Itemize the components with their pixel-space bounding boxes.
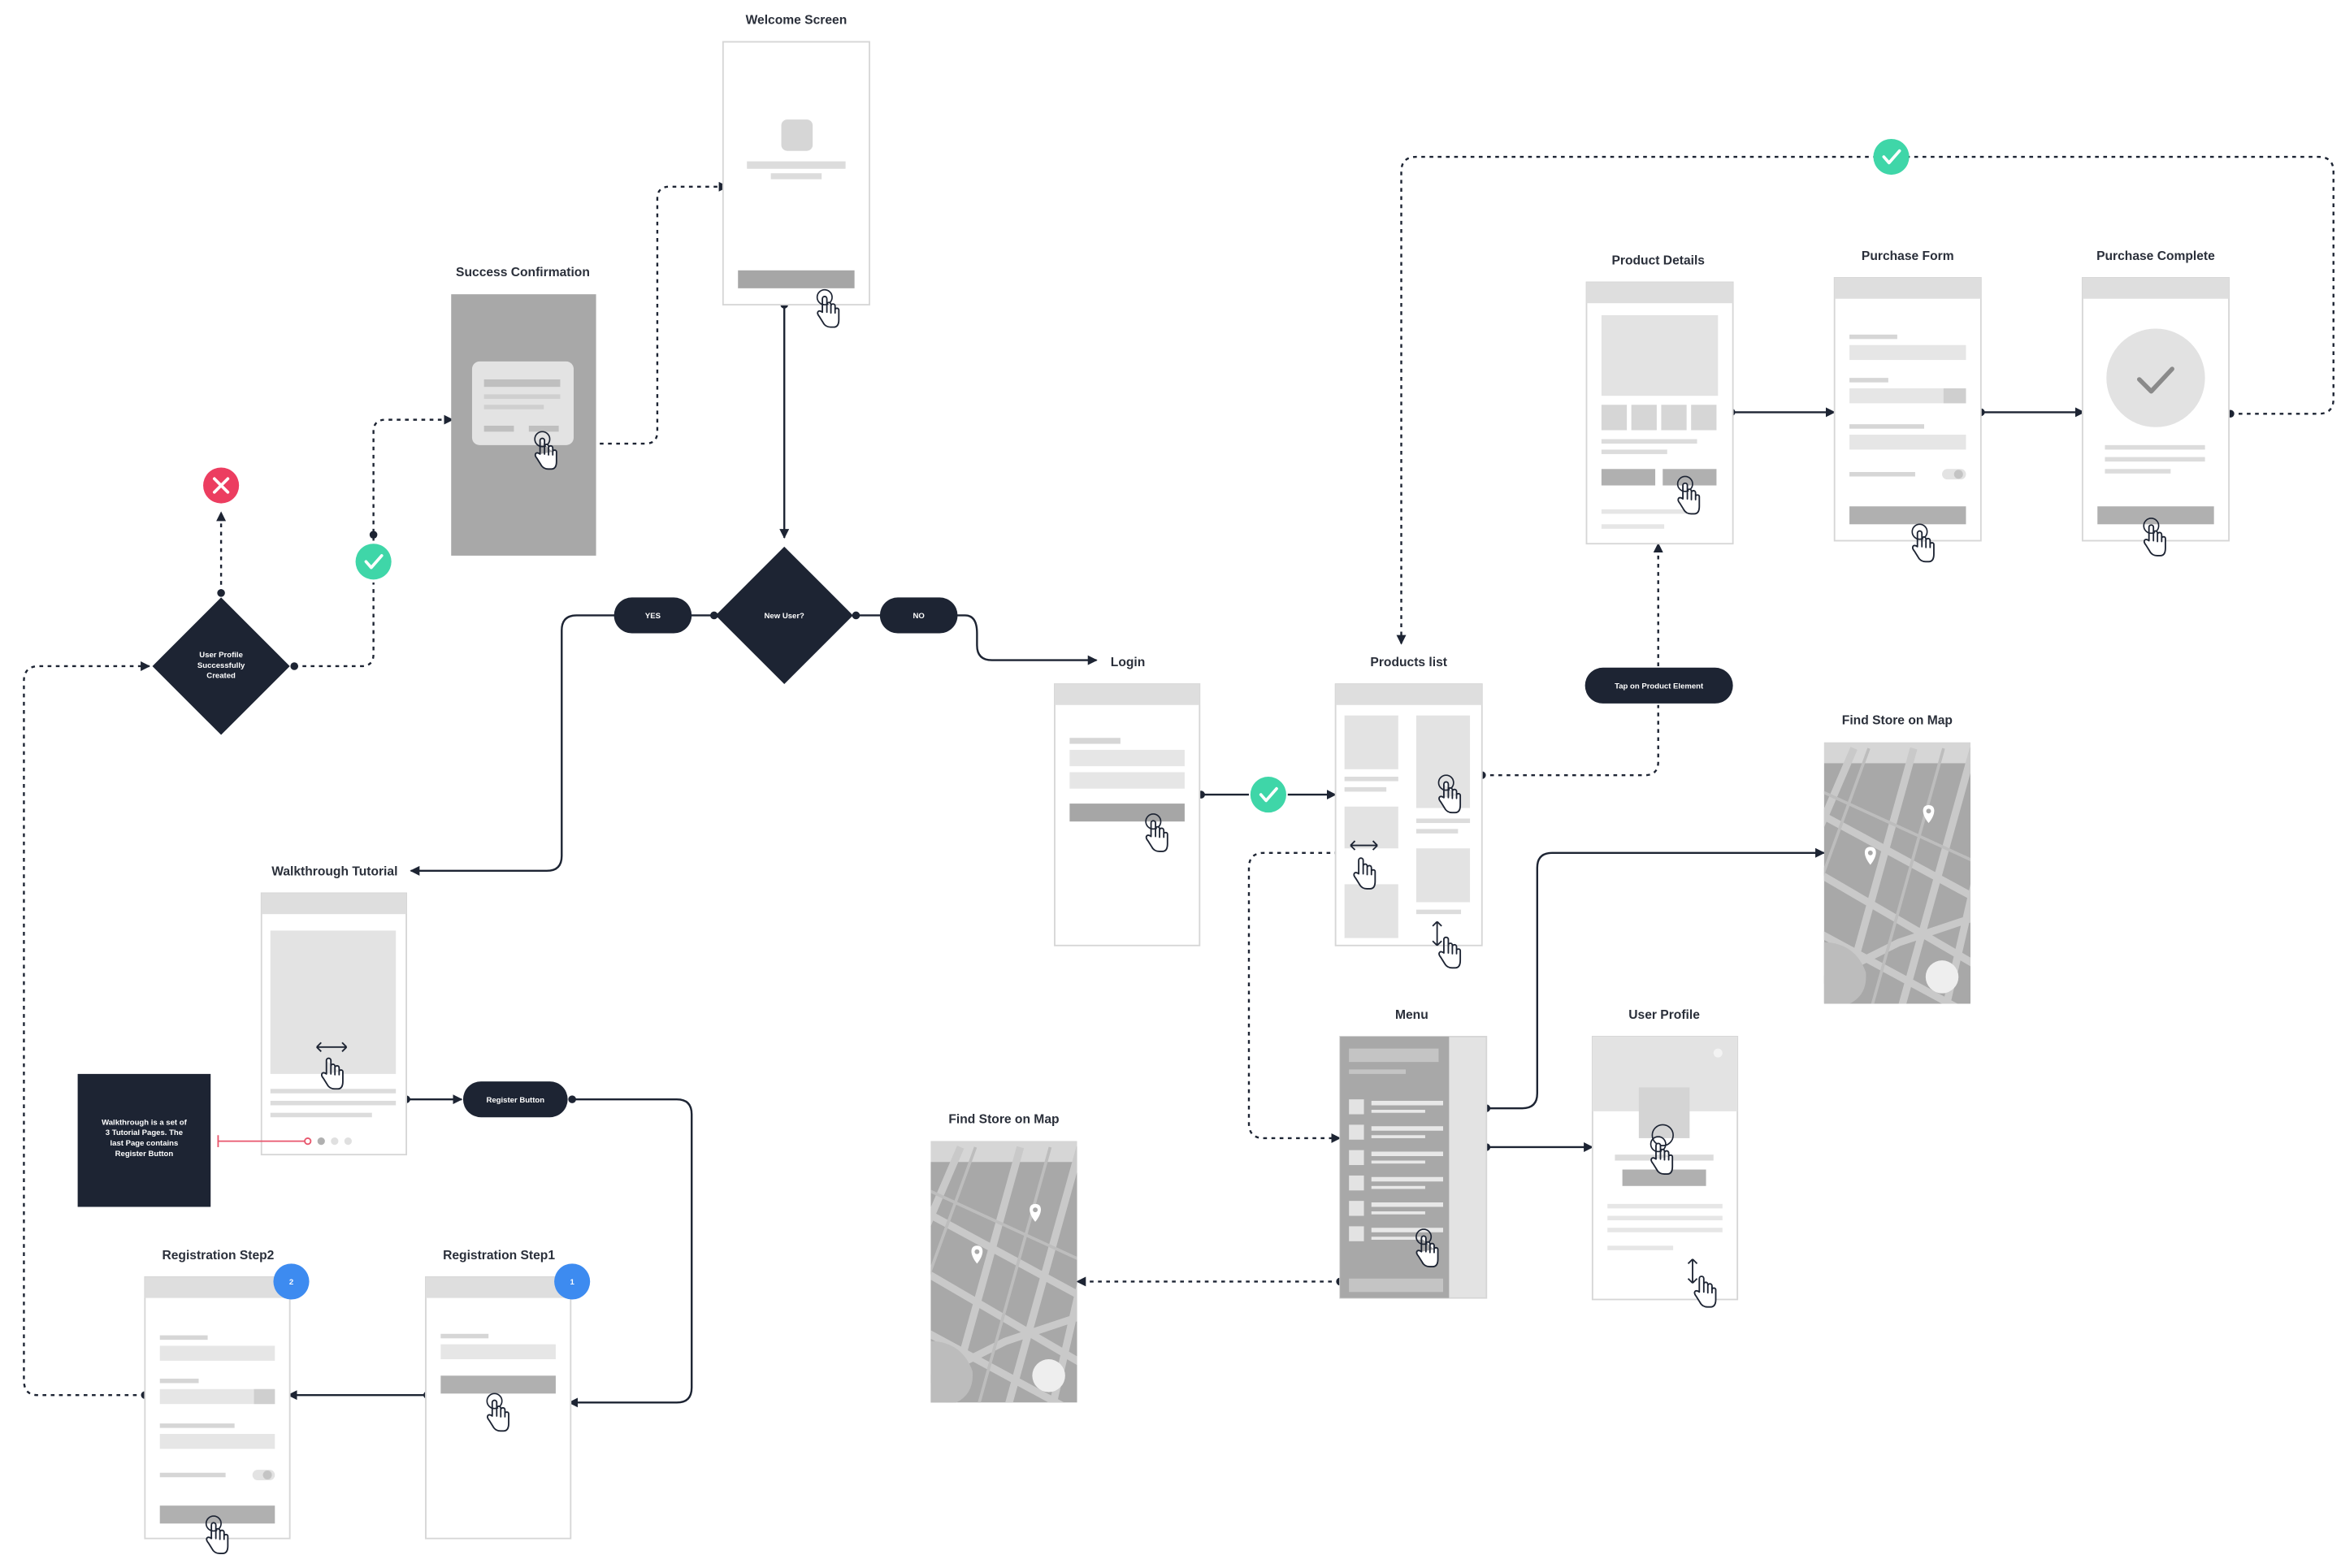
screen-reg-step2[interactable] [144,1276,291,1553]
decision-created-line-2: Successfully [197,661,245,670]
screen-title-purchase-complete: Purchase Complete [2096,249,2215,263]
edge-products-details [1481,704,1659,777]
swipe-arrows-icon [316,1042,348,1052]
edge-created-success [294,583,375,668]
screen-title-success: Success Confirmation [456,266,590,279]
screen-title-find-store-left: Find Store on Map [948,1113,1059,1127]
step-badge-1-text: 1 [570,1278,574,1287]
note-line-3: last Page contains [110,1139,178,1148]
edge-step2-created [23,661,151,1397]
screen-title-reg-step1: Registration Step1 [443,1249,555,1263]
scroll-arrows-icon [1687,1258,1698,1284]
pill-tap-product-text: Tap on Product Element [1615,682,1704,691]
screen-find-store-left[interactable] [916,1141,1095,1423]
edge-menu-findstore-right [1486,847,1826,1110]
screen-user-profile[interactable] [1591,1035,1739,1308]
step-badge-1: 1 [554,1263,591,1300]
step-badge-2: 2 [273,1263,310,1300]
edge-no-login [956,614,1098,665]
swipe-arrows-icon [1350,840,1378,851]
edge-register-step1 [568,1098,693,1408]
screen-menu[interactable] [1339,1035,1488,1299]
check-icon [1871,137,1911,176]
note-line-1: Walkthrough is a set of [102,1118,187,1127]
screen-login[interactable] [1054,683,1201,946]
screen-product-details[interactable] [1585,281,1734,545]
screen-purchase-form[interactable] [1833,277,1982,561]
edge-complete-products [1396,155,2334,645]
check-icon [2136,366,2174,394]
screen-title-login: Login [1111,656,1145,669]
screen-title-walkthrough: Walkthrough Tutorial [271,864,397,878]
screen-find-store-right[interactable] [1809,742,1988,1024]
screen-products-list[interactable] [1334,683,1483,969]
edge-yes-walkthrough [410,614,616,876]
screen-title-welcome: Welcome Screen [746,13,848,27]
screen-title-purchase-form: Purchase Form [1862,249,1954,263]
note-box: Walkthrough is a set of 3 Tutorial Pages… [77,1073,211,1207]
screen-reg-step1[interactable] [425,1276,572,1540]
screen-success[interactable] [451,294,596,556]
screen-title-find-store-right: Find Store on Map [1842,714,1953,728]
decision-created-line-3: Created [206,672,236,681]
decision-new-user-text: New User? [765,612,805,621]
step-badge-2-text: 2 [289,1278,293,1287]
decision-created-line-1: User Profile [199,651,243,660]
close-icon [203,467,240,504]
pill-yes: YES [613,597,692,634]
screen-title-reg-step2: Registration Step2 [162,1249,274,1263]
screen-title-menu: Menu [1395,1008,1428,1022]
pill-no-text: NO [913,612,926,621]
note-pointer [217,1135,312,1147]
screen-title-products-list: Products list [1370,656,1447,669]
edge-products-menu [1247,851,1342,1143]
pill-register-button: Register Button [462,1081,568,1118]
note-line-4: Register Button [115,1150,174,1159]
pill-register-button-text: Register Button [486,1096,544,1105]
pill-tap-product: Tap on Product Element [1585,667,1733,704]
check-icon [353,542,393,582]
check-icon [1248,775,1288,814]
decision-new-user: New User? [715,546,853,685]
pill-no: NO [879,597,958,634]
connectors [23,155,2334,1408]
edge-success-welcome [592,181,729,445]
decision-profile-created: User Profile Successfully Created [152,597,290,735]
pill-yes-text: YES [645,612,661,621]
screen-title-product-details: Product Details [1611,253,1705,267]
scroll-arrows-icon [1432,920,1442,946]
screen-title-user-profile: User Profile [1628,1008,1700,1022]
note-line-2: 3 Tutorial Pages. The [106,1128,183,1137]
screen-walkthrough[interactable] [260,892,407,1156]
screen-welcome[interactable] [722,41,870,327]
screen-purchase-complete[interactable] [2081,277,2230,556]
